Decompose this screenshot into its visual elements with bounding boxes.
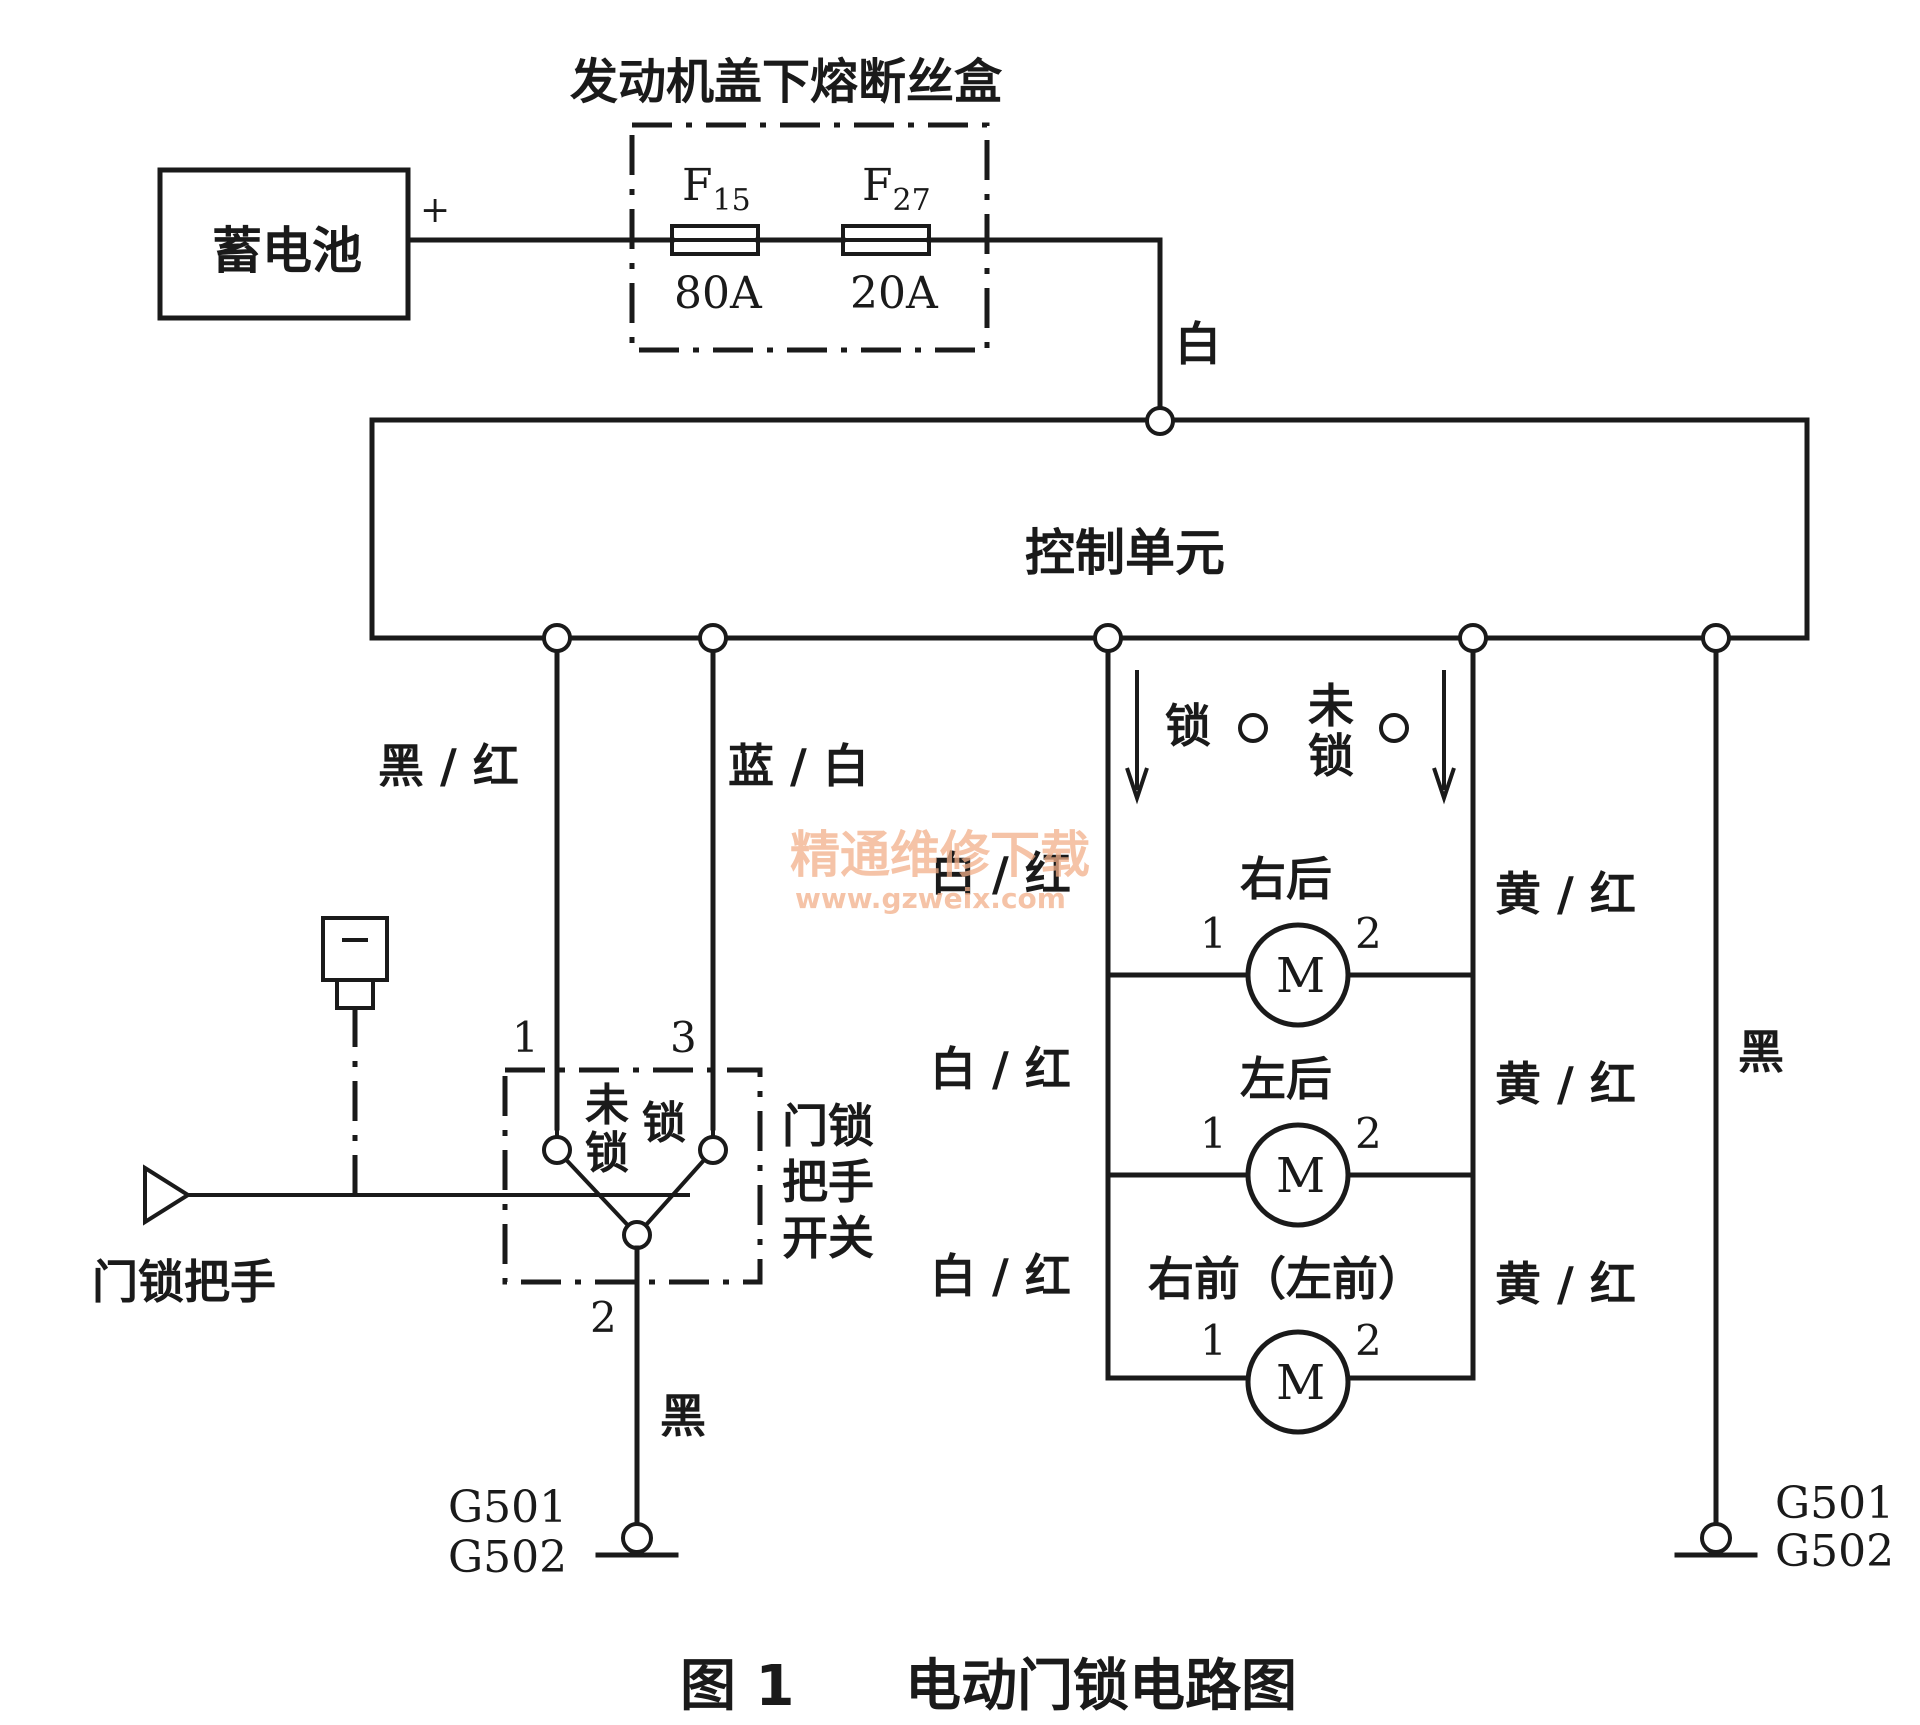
switch-unlock-label-bottom: 锁 xyxy=(585,1128,629,1179)
motor-rear-left-pin2: 2 xyxy=(1355,1109,1382,1158)
wire-color-black-right: 黑 xyxy=(1738,1025,1784,1079)
wire-color-black-switch-ground: 黑 xyxy=(660,1389,706,1443)
fuse-f27-name: F27 xyxy=(862,160,931,218)
motor-rear-left-letter: M xyxy=(1276,1148,1325,1204)
handle-switch-contacts xyxy=(555,1128,715,1238)
fuse-f27-subscript: 27 xyxy=(893,183,931,218)
motor-rear-left-label: 左后 xyxy=(1240,1052,1332,1106)
motor-front-label: 右前（左前） xyxy=(1148,1252,1424,1306)
control-unit-label: 控制单元 xyxy=(1025,524,1225,582)
switch-pin1: 1 xyxy=(512,1013,539,1062)
ground-label-right-2: G502 xyxy=(1775,1526,1894,1577)
switch-contact-unlock xyxy=(542,1135,572,1165)
handle-switch-name-2: 把手 xyxy=(782,1155,874,1209)
figure-number: 图 1 xyxy=(680,1654,794,1719)
switch-lock-label: 锁 xyxy=(642,1098,686,1149)
fuse-box-title: 发动机盖下熔断丝盒 xyxy=(570,54,1003,110)
terminal-cu-ground xyxy=(1701,623,1731,653)
figure-title: 电动门锁电路图 xyxy=(905,1654,1297,1719)
fuse-f15-rating: 80A xyxy=(674,268,763,319)
switch-unlock-label-top: 未 xyxy=(585,1080,629,1131)
lock-knob-stem xyxy=(335,978,375,1010)
terminal-cu-white-red xyxy=(1093,623,1123,653)
motor-rear-right xyxy=(1245,922,1351,1028)
arrow-unlock-down xyxy=(1432,670,1456,805)
motor-front-pin1: 1 xyxy=(1200,1316,1227,1365)
handle-switch-name-3: 开关 xyxy=(782,1211,874,1265)
ground-label-left-1: G501 xyxy=(448,1482,567,1533)
door-handle-label: 门锁把手 xyxy=(92,1255,276,1309)
battery-plus-sign: + xyxy=(420,190,450,231)
motor-rear-left xyxy=(1245,1122,1351,1228)
motor-front-letter: M xyxy=(1276,1355,1325,1411)
motor-front xyxy=(1245,1329,1351,1435)
terminal-cu-top xyxy=(1145,406,1175,436)
unlock-indicator-label-bottom: 锁 xyxy=(1308,729,1354,783)
wire-color-black-red: 黑 / 红 xyxy=(378,739,519,793)
arrow-lock-down xyxy=(1125,670,1149,805)
wire-color-yellow-red-2: 黄 / 红 xyxy=(1495,1057,1636,1111)
terminal-cu-yellow-red xyxy=(1458,623,1488,653)
wire-color-white-red-2: 白 / 红 xyxy=(930,1042,1071,1096)
lock-knob-icon xyxy=(321,916,389,982)
motor-rear-right-letter: M xyxy=(1276,948,1325,1004)
unlock-indicator-label-top: 未 xyxy=(1308,679,1354,733)
fuse-f15-subscript: 15 xyxy=(713,183,751,218)
control-unit-box xyxy=(369,417,1810,641)
wire-color-white-red-1: 白 / 红 xyxy=(930,847,1071,901)
handle-triangle-icon xyxy=(143,1164,192,1226)
battery-label: 蓄电池 xyxy=(212,222,362,280)
wire-color-yellow-red-3: 黄 / 红 xyxy=(1495,1257,1636,1311)
lock-indicator-label: 锁 xyxy=(1165,699,1211,753)
watermark-url: www.gzweix.com xyxy=(795,882,1066,915)
ground-label-left-2: G502 xyxy=(448,1532,567,1583)
lock-indicator-dot xyxy=(1238,713,1268,743)
wire-color-yellow-red-1: 黄 / 红 xyxy=(1495,867,1636,921)
watermark-cn: 精通维修下载 xyxy=(790,826,1090,884)
terminal-cu-blue-white xyxy=(698,623,728,653)
switch-pin2: 2 xyxy=(590,1293,617,1342)
motor-rear-right-pin1: 1 xyxy=(1200,909,1227,958)
battery-box xyxy=(157,167,411,321)
motor-rear-left-pin1: 1 xyxy=(1200,1109,1227,1158)
switch-pin3: 3 xyxy=(670,1013,697,1062)
ground-label-right-1: G501 xyxy=(1775,1478,1894,1529)
supply-wire xyxy=(405,237,1163,423)
motor-rear-right-pin2: 2 xyxy=(1355,909,1382,958)
unlock-indicator-dot xyxy=(1379,713,1409,743)
handle-switch-name-1: 门锁 xyxy=(782,1099,874,1153)
ground-terminal-left xyxy=(621,1522,653,1554)
switch-contact-lock xyxy=(698,1135,728,1165)
wire-color-blue-white: 蓝 / 白 xyxy=(728,739,869,793)
wire-color-white-red-3: 白 / 红 xyxy=(930,1249,1071,1303)
ground-terminal-right xyxy=(1700,1522,1732,1554)
fuse-f15-name: F15 xyxy=(682,160,751,218)
motor-front-pin2: 2 xyxy=(1355,1316,1382,1365)
terminal-cu-black-red xyxy=(542,623,572,653)
wire-color-white-supply: 白 xyxy=(1175,317,1221,371)
handle-switch-outline xyxy=(502,1067,763,1285)
switch-contact-common xyxy=(622,1220,652,1250)
fuse-f27-rating: 20A xyxy=(850,268,939,319)
motor-rear-right-label: 右后 xyxy=(1240,852,1332,906)
